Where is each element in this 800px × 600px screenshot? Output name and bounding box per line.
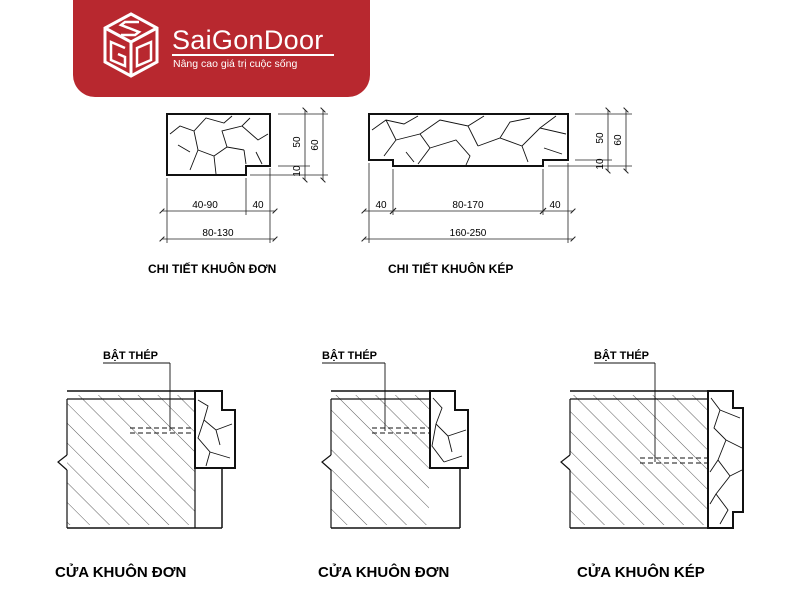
double-dim-total: 160-250	[450, 228, 487, 239]
double-profile-caption: CHI TIẾT KHUÔN KÉP	[388, 261, 513, 276]
double-dim-middle: 80-170	[452, 200, 484, 211]
double-dim-height-total: 60	[613, 134, 624, 146]
section-double-frame: BẬT THÉP CỬA KHUÔN KÉP	[560, 349, 744, 581]
brand-banner: SaiGonDoor Nâng cao giá trị cuộc sống	[73, 0, 370, 97]
double-frame-outline	[368, 113, 569, 167]
single-frame-profile: 40-90 40 80-130 50 10 60 CHI TIẾT KHUÔN …	[148, 107, 328, 276]
single-profile-caption: CHI TIẾT KHUÔN ĐƠN	[148, 261, 276, 276]
double-frame-grain	[371, 115, 567, 166]
double-dim-height-lower: 10	[595, 158, 606, 170]
wall-hatch	[331, 395, 429, 525]
brand-underline	[172, 54, 334, 56]
double-dim-height-upper: 50	[595, 132, 606, 144]
single-dim-main: 40-90	[192, 200, 218, 211]
section-single-frame-2: BẬT THÉP CỬA KHUÔN ĐƠN	[318, 349, 469, 581]
section-2-caption: CỬA KHUÔN ĐƠN	[318, 563, 449, 581]
wall-hatch	[67, 395, 195, 525]
section-single-frame-1: BẬT THÉP CỬA KHUÔN ĐƠN	[55, 349, 236, 581]
section-2-tag: BẬT THÉP	[322, 349, 377, 362]
section-3-tag: BẬT THÉP	[594, 349, 649, 362]
wall-hatch	[570, 395, 708, 525]
single-dim-rebate: 40	[252, 200, 264, 211]
single-frame-outline	[166, 113, 271, 176]
section-1-caption: CỬA KHUÔN ĐƠN	[55, 563, 186, 581]
frame-section	[707, 390, 744, 529]
single-frame-grain	[169, 115, 269, 175]
brand-slogan: Nâng cao giá trị cuộc sống	[173, 58, 298, 70]
sgd-cube-logo-icon	[103, 12, 159, 78]
single-dim-height-total: 60	[310, 139, 321, 151]
single-dim-total: 80-130	[202, 228, 234, 239]
double-dim-right-rebate: 40	[549, 200, 561, 211]
section-3-caption: CỬA KHUÔN KÉP	[577, 563, 705, 581]
single-dim-height-lower: 10	[292, 165, 303, 177]
double-dim-left-rebate: 40	[375, 200, 387, 211]
frame-section	[429, 390, 469, 469]
section-1-tag: BẬT THÉP	[103, 349, 158, 362]
brand-name: SaiGonDoor	[172, 25, 324, 55]
double-frame-profile: 40 80-170 40 160-250 50 10 60 CHI TIẾT K…	[361, 107, 632, 276]
single-dim-height-upper: 50	[292, 136, 303, 148]
